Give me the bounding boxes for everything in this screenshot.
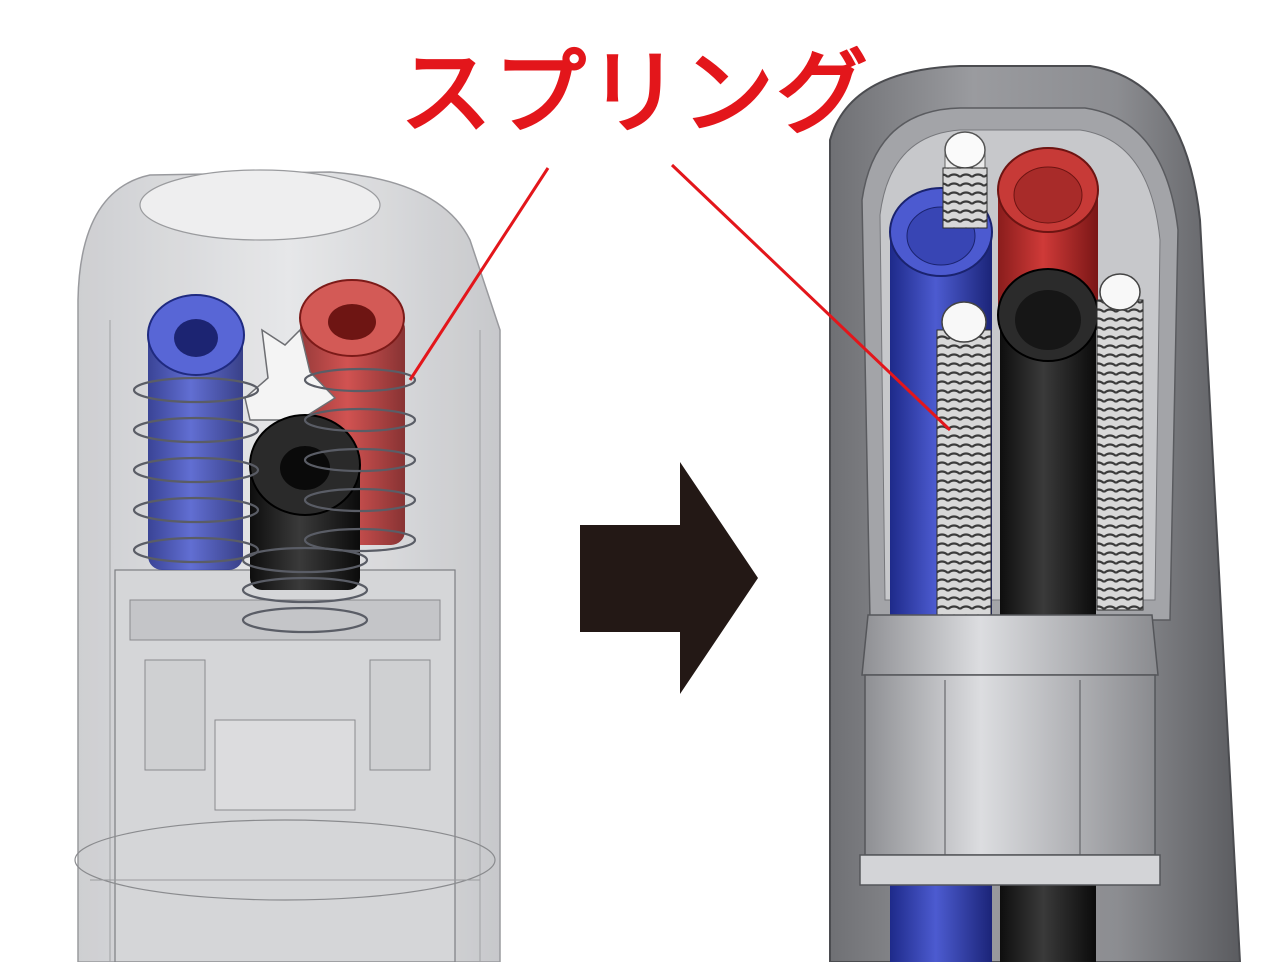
- transparent-view: [74, 169, 501, 963]
- callout-leaders: [408, 163, 952, 432]
- spring: [936, 301, 992, 661]
- collar: [859, 614, 1161, 886]
- spring: [1096, 273, 1144, 611]
- right-arrow-icon: [580, 462, 758, 694]
- black-refill: [249, 414, 361, 590]
- spring-label: スプリング: [400, 40, 871, 147]
- cutaway-view: [829, 65, 1242, 963]
- leader-line-right: [670, 163, 952, 432]
- leader-line-left: [408, 167, 550, 381]
- blue-refill: [147, 294, 245, 570]
- spring: [241, 546, 369, 634]
- spring: [132, 376, 260, 564]
- spring: [942, 167, 988, 229]
- spring: [303, 367, 417, 553]
